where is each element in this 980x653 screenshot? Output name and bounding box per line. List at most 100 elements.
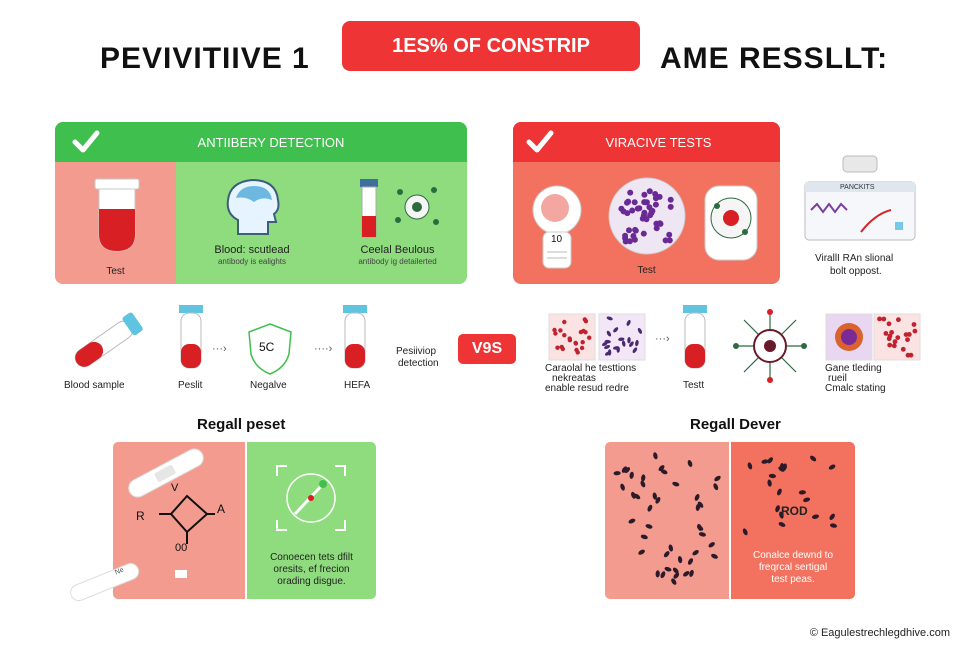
particle-dot [587, 335, 592, 340]
virus-culture-icon [608, 177, 686, 255]
diagram-label-v: V [171, 482, 179, 494]
particle-dot [889, 330, 894, 335]
particle-dot [666, 231, 673, 238]
particle-dot [886, 321, 892, 327]
result-slide-icon-2 [873, 313, 921, 361]
particle-dot [683, 571, 690, 577]
particle-dot [562, 319, 567, 325]
particle-dot [632, 347, 638, 353]
particle-dot [775, 505, 780, 513]
particle-dot [629, 471, 634, 479]
particle-dot [621, 340, 626, 347]
right-flow-bullet2: enable resud redre [545, 383, 629, 394]
virus-particle-icon [733, 309, 807, 383]
negative-shield-icon [248, 323, 292, 375]
particle-dot [640, 480, 646, 488]
particle-dot [631, 491, 636, 499]
test-strip-icon-2 [70, 563, 140, 602]
petri-dish-icon [532, 185, 582, 269]
particle-dot [668, 544, 674, 552]
particle-dot [613, 327, 619, 333]
testt-tube-icon [683, 305, 707, 369]
stamp-text: ROD [781, 504, 808, 518]
regall-dever-right-card: ROD Conalce dewnd to freqrcal sertigal t… [731, 442, 855, 599]
particle-dot [552, 327, 557, 333]
blood-sample-tube-icon [74, 312, 143, 368]
particle-dot [620, 483, 625, 491]
particle-dot [662, 237, 669, 244]
device-caption-line2: bolt oppost. [830, 266, 882, 277]
particle-dot [656, 193, 663, 200]
check-icon [525, 128, 555, 159]
particle-dot [747, 462, 753, 470]
arrow-1: ···› [212, 343, 227, 355]
particle-dot [714, 475, 721, 482]
peslit-tube-icon [179, 305, 203, 369]
compass-focus-icon [276, 465, 346, 531]
flow-step-negalve: Negalve [250, 380, 287, 391]
regall-peset-caption-1: Conoecen tets dfilt [270, 552, 353, 563]
particle-dot [567, 336, 572, 341]
particle-dot [629, 341, 634, 347]
particle-dot [641, 209, 648, 216]
particle-dot [667, 203, 674, 210]
particle-dot [677, 556, 683, 564]
reaction-diagram-icon [159, 494, 215, 544]
particle-dot [622, 238, 629, 245]
particle-dot [905, 337, 910, 343]
virus-cell-icon [704, 185, 758, 261]
particle-dot [687, 460, 693, 467]
viral-tests-panel: VIRACIVE TESTS 10 Test [513, 122, 780, 284]
particle-dot [562, 333, 567, 338]
particle-dot [892, 339, 898, 345]
particle-dot [627, 189, 634, 196]
arrow-2: ····› [314, 343, 333, 355]
cell-detection-cell: Ceelal Beulous antibody ig detailerted [328, 162, 467, 284]
particle-dot [641, 474, 646, 482]
particle-dot [631, 236, 638, 243]
particle-dot [811, 514, 820, 519]
test-strip-icon-1 [128, 448, 204, 498]
head-brain-icon [226, 178, 280, 235]
particle-dot [767, 457, 774, 464]
particle-dot [660, 571, 666, 579]
particle-dot [803, 497, 811, 503]
flow-end-line1: Pesiiviop [396, 346, 437, 357]
regall-dever-caption-2: freqrcal sertigal [758, 562, 828, 573]
flow-step-peslit: Peslit [178, 380, 203, 391]
particle-dot [638, 549, 645, 555]
particle-dot [711, 553, 718, 559]
regall-dever-caption-3: test peas. [771, 574, 815, 585]
particle-dot [877, 316, 882, 322]
cell-detection-sublabel: antibody ig detailerted [358, 257, 437, 266]
small-label-box [175, 570, 187, 578]
particle-dot [653, 225, 660, 232]
shield-text: 5C [259, 340, 275, 354]
particle-dot [768, 473, 776, 479]
particle-dot [652, 492, 657, 500]
particle-dot [911, 322, 917, 327]
cell-particles-icon-2 [742, 455, 838, 536]
particle-dot [625, 198, 632, 205]
head-cell-label: Blood: scutlead [214, 244, 290, 256]
particle-dot [694, 494, 700, 501]
particle-dot [555, 345, 560, 350]
particle-dot [653, 452, 658, 460]
lab-device-icon [804, 155, 916, 241]
particle-dot [579, 345, 585, 351]
particle-dot [883, 331, 889, 336]
particle-dot [628, 518, 636, 524]
particle-dot [671, 578, 677, 585]
device-caption-line1: VirallI RAn slional [815, 253, 894, 264]
dish-number: 10 [551, 234, 563, 245]
vs-badge: V9S [458, 334, 516, 364]
particle-dot [708, 542, 715, 548]
particle-dot [626, 227, 632, 234]
particle-dot [881, 316, 887, 322]
regall-dever-left-card [605, 442, 729, 599]
particle-dot [606, 330, 612, 337]
particle-dot [895, 335, 901, 340]
particle-dot [687, 558, 694, 565]
particle-dot [637, 327, 642, 334]
particle-dot [648, 209, 655, 216]
